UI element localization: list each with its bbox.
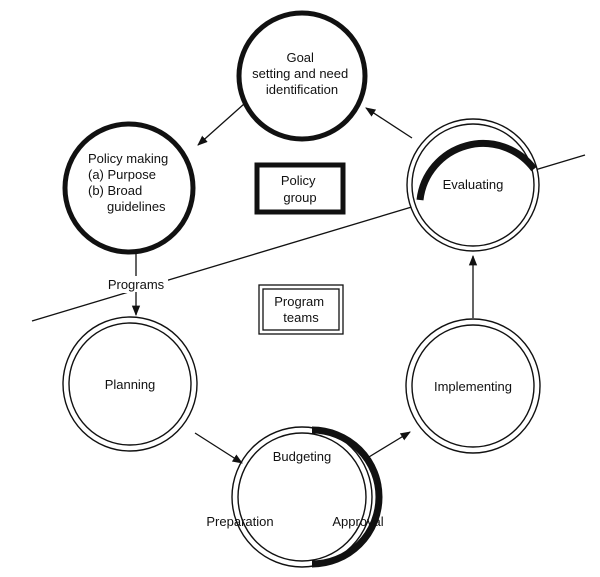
svg-text:Program teams: Program teams — [274, 294, 327, 325]
svg-text:Evaluating: Evaluating — [443, 177, 504, 192]
svg-text:Policy making (a) Purpos: Policy making (a) Purpose (b) Broad guid… — [88, 151, 172, 214]
goal-node: Goal setting and need identification — [236, 10, 368, 142]
svg-text:Policy group: Policy group — [281, 173, 319, 205]
budgeting-label: Budgeting — [273, 449, 332, 464]
policy-making-node: Policy making (a) Purpose (b) Broad guid… — [62, 121, 196, 255]
program-teams-box: Program teams — [258, 284, 344, 335]
preparation-label: Preparation — [206, 514, 273, 529]
svg-text:Goal setting and need: Goal setting and need identification — [252, 50, 352, 97]
policy-group-box: Policy group — [254, 162, 346, 215]
svg-text:Planning: Planning — [105, 377, 156, 392]
implementing-node: Implementing — [405, 318, 541, 454]
programs-label: Programs — [104, 275, 168, 293]
svg-text:Implementing: Implementing — [434, 379, 512, 394]
svg-text:Programs: Programs — [108, 277, 165, 292]
arrow-goal-to-policy — [197, 103, 245, 146]
evaluating-node: Evaluating — [406, 118, 540, 252]
planning-node: Planning — [62, 316, 198, 452]
arrow-planning-to-budgeting — [194, 432, 243, 464]
budgeting-node: Budgeting Preparation Approval — [206, 426, 384, 568]
approval-label: Approval — [332, 514, 383, 529]
arrow-budgeting-to-implementing — [363, 431, 411, 461]
arrow-evaluating-to-goal — [365, 107, 413, 139]
